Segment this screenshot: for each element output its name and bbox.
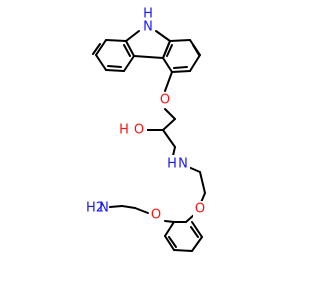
atom-label-n: N xyxy=(99,201,109,216)
ether-o-top-label: O xyxy=(158,92,172,108)
bond xyxy=(164,235,175,251)
bond xyxy=(105,39,127,42)
bond xyxy=(164,108,176,120)
bond xyxy=(155,30,171,42)
bond xyxy=(191,221,203,238)
molecule-canvas: H N O H O H N O O H2 N xyxy=(85,4,207,252)
bond xyxy=(162,129,176,148)
bond xyxy=(164,221,175,237)
bond xyxy=(199,171,206,194)
bond xyxy=(95,54,107,71)
structure-diagram: H N O H O H N O O H2 N xyxy=(85,4,207,252)
bond xyxy=(109,205,123,208)
bond xyxy=(173,66,188,69)
atom-label-h: H xyxy=(119,123,129,138)
atom-label-n: N xyxy=(143,20,153,35)
bond xyxy=(166,44,173,57)
bond-layer xyxy=(92,30,206,252)
bond xyxy=(162,57,173,73)
bond xyxy=(173,249,193,252)
bond xyxy=(162,118,176,131)
atom-label-h: H xyxy=(167,157,177,172)
bond xyxy=(162,40,171,59)
atom-label-layer: H N O H O H N O O H2 N xyxy=(85,4,207,223)
bond xyxy=(123,55,135,72)
bond xyxy=(168,236,177,248)
bond xyxy=(164,71,173,92)
bond xyxy=(164,220,175,223)
amine-nh-label: H N xyxy=(164,155,190,172)
bond xyxy=(121,205,136,209)
bond xyxy=(191,236,203,252)
bond xyxy=(169,39,191,42)
bond xyxy=(95,39,107,56)
ether-o-left-label: O xyxy=(149,207,163,223)
hydroxyl-label: H O xyxy=(117,122,147,138)
atom-label-o: O xyxy=(195,202,205,217)
bond xyxy=(190,226,199,238)
atom-label-o: O xyxy=(160,93,170,108)
bond xyxy=(134,207,149,214)
bond xyxy=(123,44,131,57)
atom-label-o: O xyxy=(134,123,144,138)
bond xyxy=(92,43,101,55)
terminal-amine-label: H2 N xyxy=(85,199,109,216)
atom-label-h2: H2 xyxy=(86,201,104,216)
bond xyxy=(192,44,200,56)
bond xyxy=(125,40,135,57)
atom-label-o: O xyxy=(151,208,161,223)
bond xyxy=(171,70,191,73)
bond xyxy=(107,65,122,68)
bond xyxy=(105,69,125,72)
atom-label-n: N xyxy=(178,157,188,172)
ether-o-right-label: O xyxy=(193,201,207,217)
bond xyxy=(133,55,164,59)
bond xyxy=(189,54,201,72)
bond xyxy=(125,30,140,42)
atom-label-h: H xyxy=(143,7,153,22)
carbazole-nh-label: H N xyxy=(141,4,155,37)
